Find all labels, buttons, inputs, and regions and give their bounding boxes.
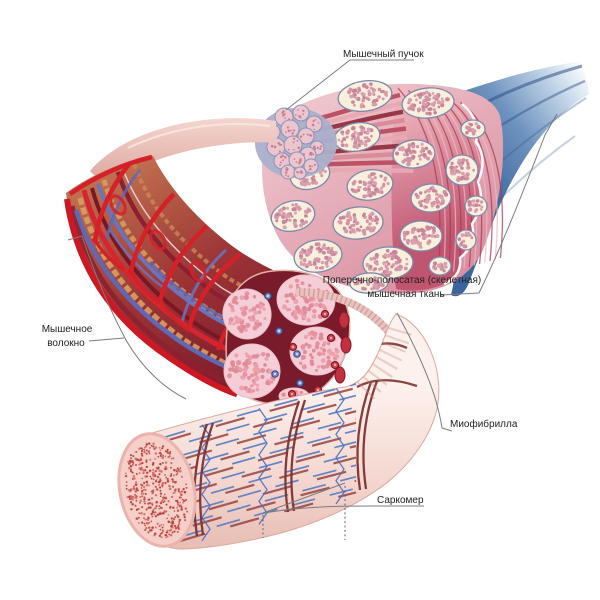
leader-tissue [440,113,558,296]
label-tissue-line2: мышечная ткань [367,289,444,300]
leader-fiber [88,337,125,342]
label-sarcomere: Саркомер [377,495,424,506]
myofibril-cylinder [117,313,440,550]
bracket-fiber [67,235,187,400]
fascicle-cut-face [222,269,352,405]
label-tissue-line1: Поперечно-полосатая (скелетная) [323,275,482,286]
leader-bundle [285,59,414,111]
myofibril-strand [295,288,392,335]
label-fiber-line1: Мышечное [42,324,93,335]
annotations: Мышечный пучок Поперечно-полосатая (скел… [42,49,558,540]
red-vessels [64,154,272,397]
cut-face-stipple [124,442,189,539]
label-muscle-bundle: Мышечный пучок [343,49,424,60]
label-fiber-line2: волокно [47,338,85,349]
z-disc-rings [193,342,418,537]
leader-myofibril [396,312,453,432]
fascicle-cut-faces [270,80,488,294]
label-myofibril: Миофибрилла [450,418,518,430]
leader-sarcomere [263,505,424,514]
muscle-fiber-faces [222,274,345,405]
sarcomere-markers [262,482,424,540]
